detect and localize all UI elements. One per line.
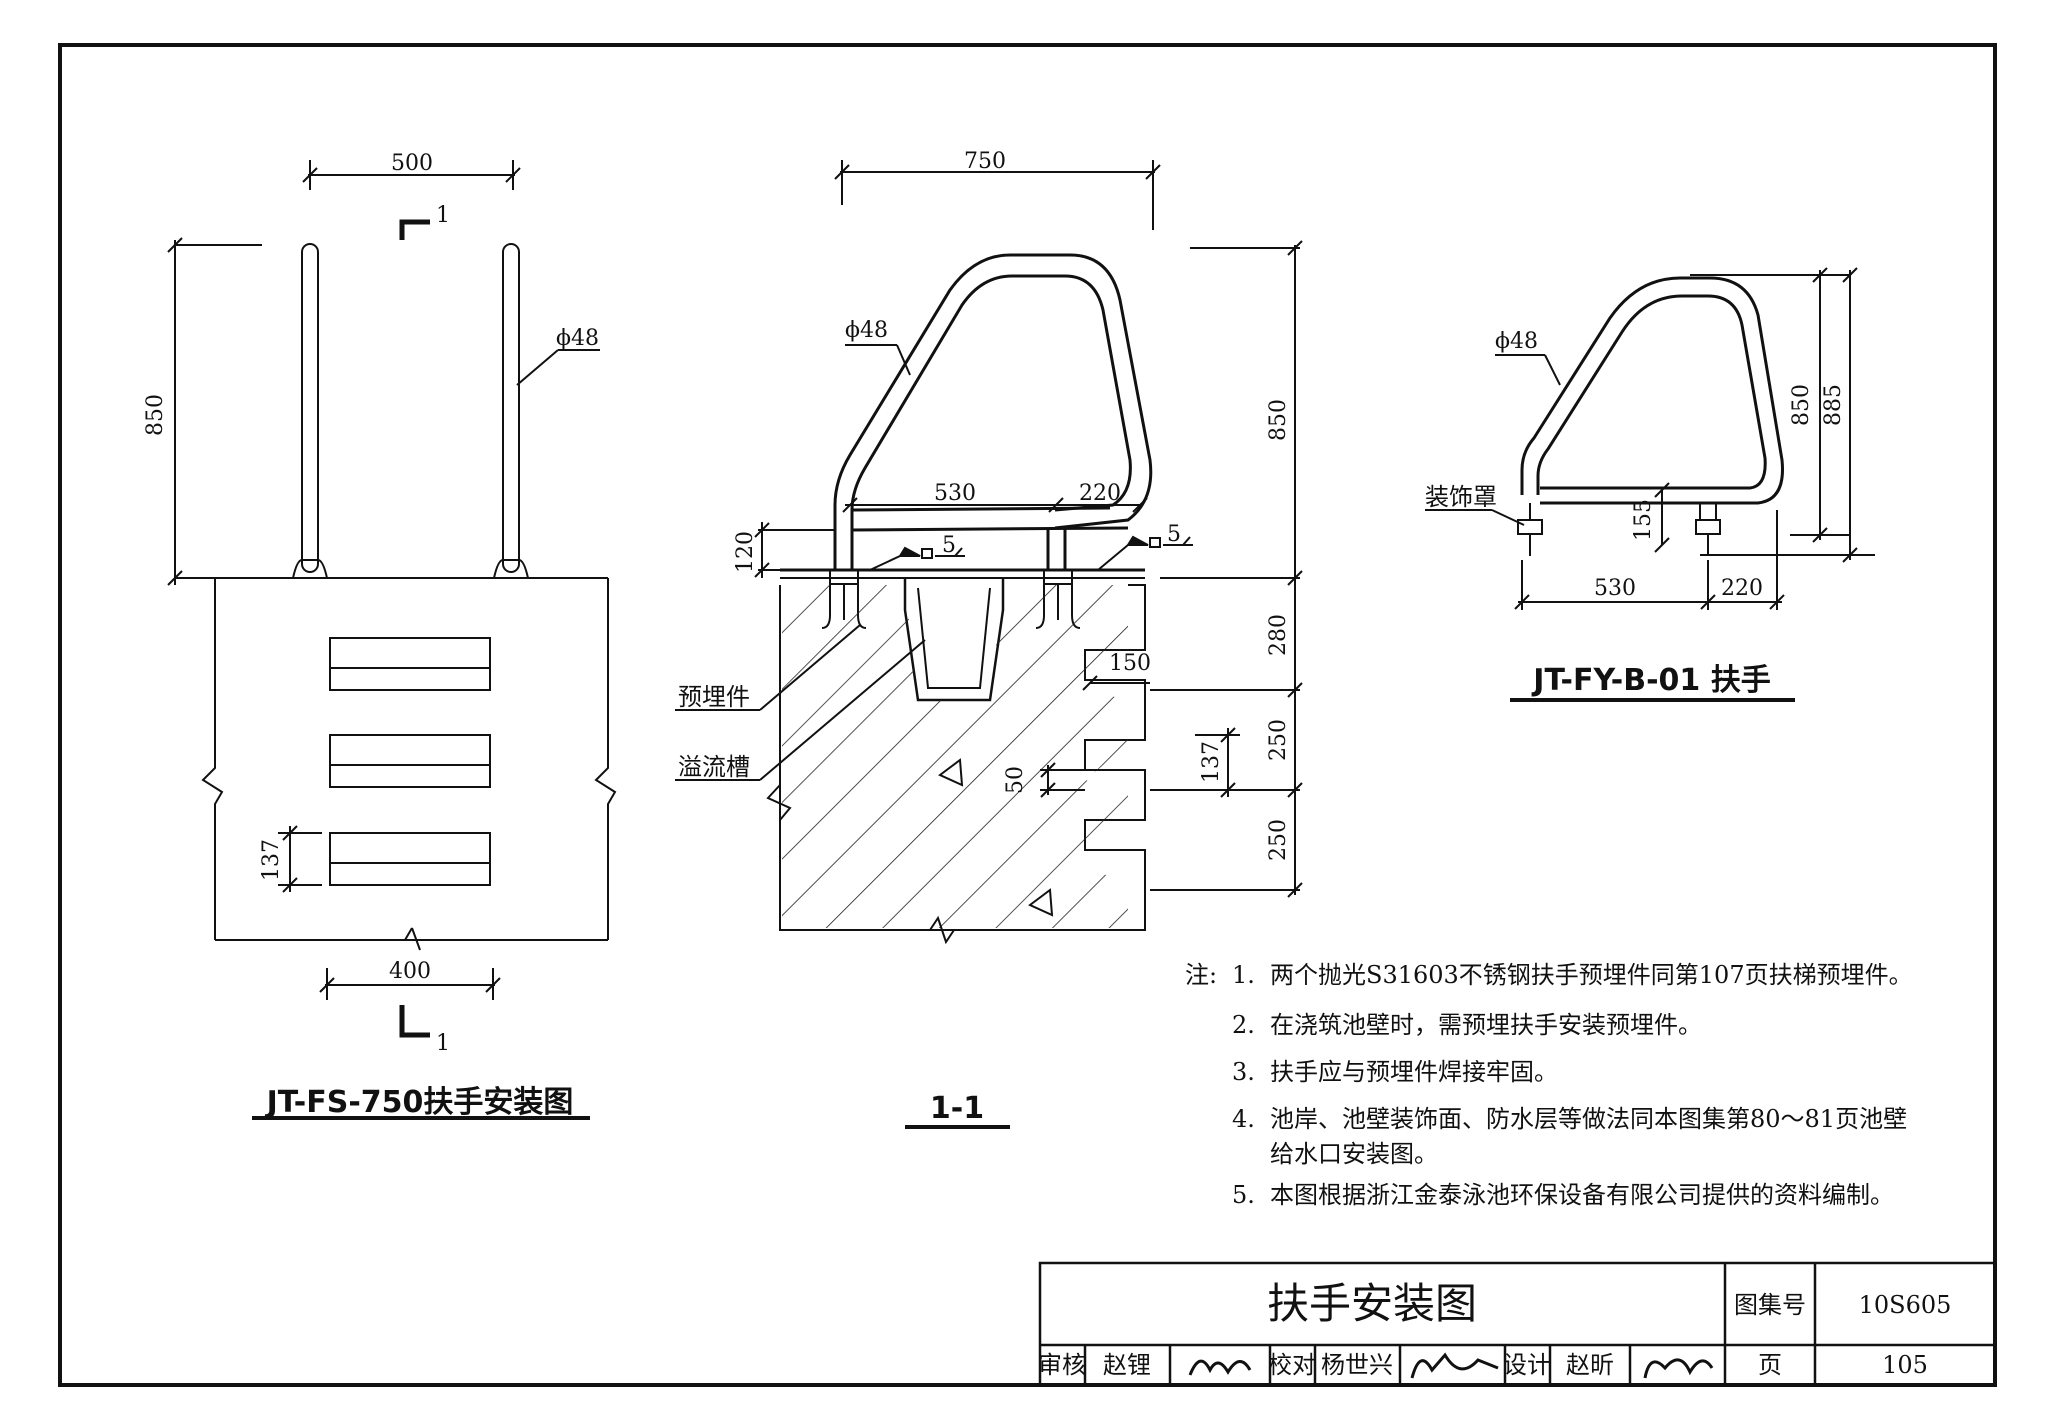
designer-signature — [1643, 1358, 1714, 1379]
step-2 — [329, 734, 491, 788]
dim-250b: 250 — [1266, 819, 1291, 861]
pipe-dia-label-mid: ϕ48 — [845, 318, 888, 343]
note-num-5: 5. — [1232, 1181, 1255, 1209]
right-drawing-text: ϕ48 850 885 155 530 220 装饰罩 JT-FY-B-01 扶… — [1425, 329, 1846, 698]
pipe-dia-label-right: ϕ48 — [1495, 329, 1538, 354]
note-text-2: 在浇筑池壁时，需预埋扶手安装预埋件。 — [1270, 1011, 1702, 1039]
note-text-4: 池岸、池壁装饰面、防水层等做法同本图集第80～81页池壁 — [1270, 1105, 1907, 1133]
dim-530: 530 — [934, 481, 976, 506]
reviewer-signature — [1188, 1359, 1252, 1376]
right-post — [502, 243, 520, 573]
checker-signature — [1410, 1352, 1499, 1379]
dim-137: 137 — [259, 839, 284, 881]
step-3 — [329, 832, 491, 886]
signatures — [1188, 1352, 1714, 1379]
dim-850: 850 — [143, 394, 168, 436]
atlas-number: 10S605 — [1859, 1291, 1952, 1319]
dim-137-mid: 137 — [1199, 741, 1224, 783]
dim-500: 500 — [391, 151, 433, 176]
dim-150: 150 — [1109, 651, 1151, 676]
dim-220-right: 220 — [1721, 576, 1763, 601]
section-mark-top: 1 — [436, 203, 450, 228]
review-label: 审核 — [1038, 1351, 1086, 1379]
step-1 — [329, 637, 491, 691]
dim-530-right: 530 — [1594, 576, 1636, 601]
section-mark-bottom: 1 — [436, 1031, 450, 1056]
pipe-dia-label: ϕ48 — [556, 326, 599, 351]
note-num-1: 1. — [1232, 961, 1255, 989]
dim-400: 400 — [389, 959, 431, 984]
notes: 注: 1. 两个抛光S31603不锈钢扶手预埋件同第107页扶梯预埋件。 2. … — [1185, 961, 1913, 1209]
left-post — [301, 243, 319, 573]
note-num-2: 2. — [1232, 1011, 1255, 1039]
title-block-text: 扶手安装图 图集号 10S605 审核 赵锂 校对 杨世兴 设计 赵昕 页 10… — [1038, 1279, 1951, 1379]
dim-250a: 250 — [1266, 719, 1291, 761]
note-text-3: 扶手应与预埋件焊接牢固。 — [1270, 1058, 1558, 1086]
note-num-4: 4. — [1232, 1105, 1255, 1133]
note-text-4b: 给水口安装图。 — [1270, 1140, 1438, 1168]
dim-50: 50 — [1003, 766, 1028, 794]
atlas-label: 图集号 — [1734, 1291, 1806, 1319]
note-text-1: 两个抛光S31603不锈钢扶手预埋件同第107页扶梯预埋件。 — [1270, 961, 1913, 989]
design-label: 设计 — [1503, 1351, 1551, 1379]
page-label: 页 — [1758, 1351, 1782, 1379]
label-embed: 预埋件 — [678, 683, 750, 711]
designer-name: 赵昕 — [1566, 1351, 1614, 1379]
weld-5a: 5 — [942, 533, 956, 558]
note-num-3: 3. — [1232, 1058, 1255, 1086]
right-drawing — [1425, 267, 1875, 702]
sheet-border — [58, 43, 1997, 1387]
dim-120: 120 — [733, 531, 758, 573]
left-drawing-title: JT-FS-750扶手安装图 — [265, 1085, 574, 1120]
left-drawing — [167, 160, 617, 1120]
label-cover: 装饰罩 — [1425, 483, 1497, 511]
dim-885: 885 — [1821, 384, 1846, 426]
check-label: 校对 — [1268, 1351, 1316, 1379]
weld-5b: 5 — [1167, 522, 1181, 547]
reviewer-name: 赵锂 — [1103, 1351, 1151, 1379]
dim-750: 750 — [964, 149, 1006, 174]
label-gutter: 溢流槽 — [678, 753, 750, 781]
middle-drawing-text: 750 ϕ48 530 220 120 5 5 850 280 250 250 … — [678, 149, 1291, 1126]
dim-850-mid: 850 — [1266, 399, 1291, 441]
sheet-title: 扶手安装图 — [1267, 1279, 1477, 1328]
note-text-5: 本图根据浙江金泰泳池环保设备有限公司提供的资料编制。 — [1270, 1181, 1894, 1209]
notes-prefix: 注: — [1185, 961, 1217, 989]
dim-155: 155 — [1631, 499, 1656, 541]
checker-name: 杨世兴 — [1321, 1351, 1393, 1379]
dim-850-right: 850 — [1789, 384, 1814, 426]
page-number: 105 — [1882, 1351, 1928, 1379]
left-drawing-text: 500 1 850 ϕ48 137 400 1 JT-FS-750扶手安装图 — [143, 151, 599, 1120]
dim-220: 220 — [1079, 481, 1121, 506]
middle-drawing-title: 1-1 — [930, 1091, 984, 1126]
title-block — [1038, 1261, 1997, 1387]
middle-drawing — [675, 160, 1303, 1129]
right-drawing-title: JT-FY-B-01 扶手 — [1531, 663, 1770, 698]
dim-280: 280 — [1266, 614, 1291, 656]
